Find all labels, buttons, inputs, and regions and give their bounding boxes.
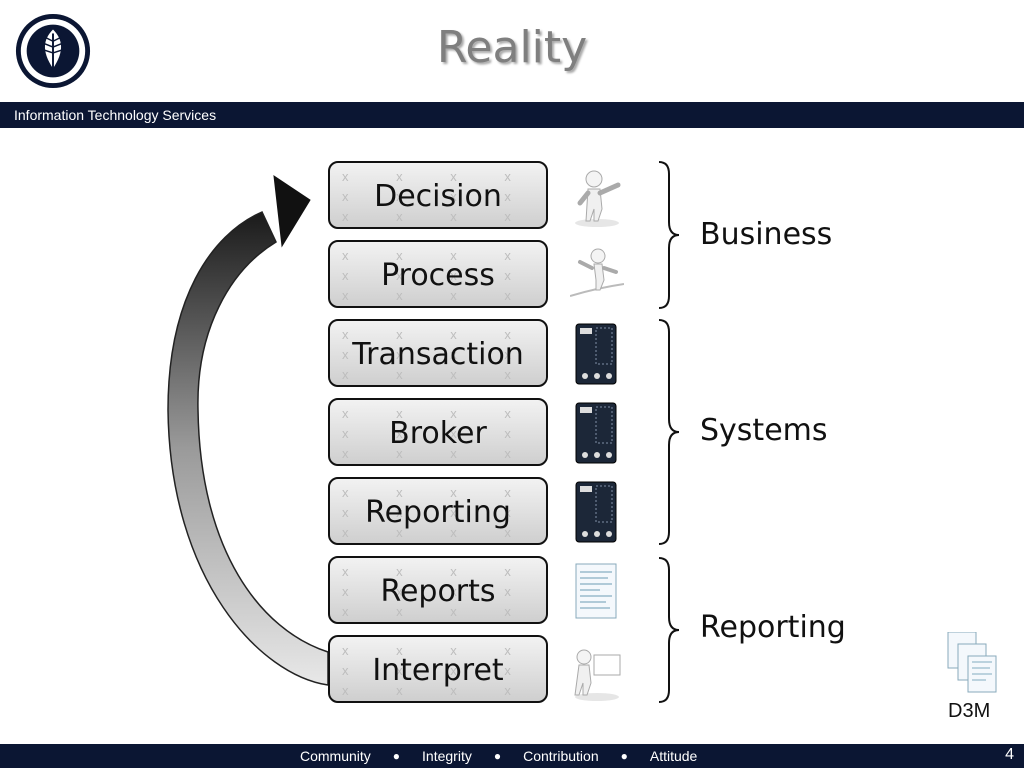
layer-label: Broker (389, 416, 487, 451)
group-label-systems: Systems (700, 413, 828, 448)
layer-label: Transaction (352, 337, 524, 372)
layer-broker: x x x x x x x x x x x x x x x x x x Brok… (328, 398, 548, 466)
brace-systems-icon (658, 319, 680, 545)
layer-reports: x x x x x x x x x x x x x x x x x x Repo… (328, 556, 548, 624)
layer-label: Interpret (372, 653, 504, 688)
footer-item: Community (300, 748, 371, 764)
university-seal-icon (15, 13, 91, 89)
brace-reporting-icon (658, 557, 680, 703)
footer-item: Attitude (649, 748, 698, 764)
person-pointing-icon (575, 170, 621, 227)
layer-reporting: x x x x x x x x x x x x x x x x x x Repo… (328, 477, 548, 545)
page-title: Reality (436, 22, 588, 73)
stacked-documents-icon (947, 632, 997, 693)
page-number: 4 (1005, 746, 1014, 763)
layer-interpret: x x x x x x x x x x x x x x x x x x Inte… (328, 635, 548, 703)
person-tightrope-icon (570, 248, 624, 297)
report-document-icon (575, 563, 617, 619)
layer-label: Decision (374, 179, 502, 214)
header-text: Information Technology Services (14, 107, 217, 123)
group-label-reporting: Reporting (700, 610, 846, 645)
brace-business-icon (658, 161, 680, 309)
footer-values: Community ● Integrity ● Contribution ● A… (300, 748, 697, 764)
layer-transaction: x x x x x x x x x x x x x x x x x x Tran… (328, 319, 548, 387)
layer-label: Reporting (365, 495, 511, 530)
server-icon (575, 323, 617, 385)
d3m-label: D3M (948, 700, 991, 722)
footer-item: Integrity (422, 748, 472, 764)
footer-bar: Community ● Integrity ● Contribution ● A… (0, 744, 1024, 768)
server-icon (575, 481, 617, 543)
feedback-arrow-icon (167, 174, 329, 686)
bullet-icon: ● (620, 749, 628, 763)
server-icon (575, 402, 617, 464)
header-bar: Information Technology Services (0, 102, 1024, 128)
layer-label: Process (381, 258, 495, 293)
layer-process: x x x x x x x x x x x x x x x x x x Proc… (328, 240, 548, 308)
layer-decision: x x x x x x x x x x x x x x x x x x Deci… (328, 161, 548, 229)
layer-label: Reports (380, 574, 496, 609)
bullet-icon: ● (493, 749, 502, 763)
bullet-icon: ● (392, 749, 401, 763)
person-board-icon (574, 649, 621, 701)
group-label-business: Business (700, 217, 833, 252)
footer-item: Contribution (523, 748, 599, 764)
